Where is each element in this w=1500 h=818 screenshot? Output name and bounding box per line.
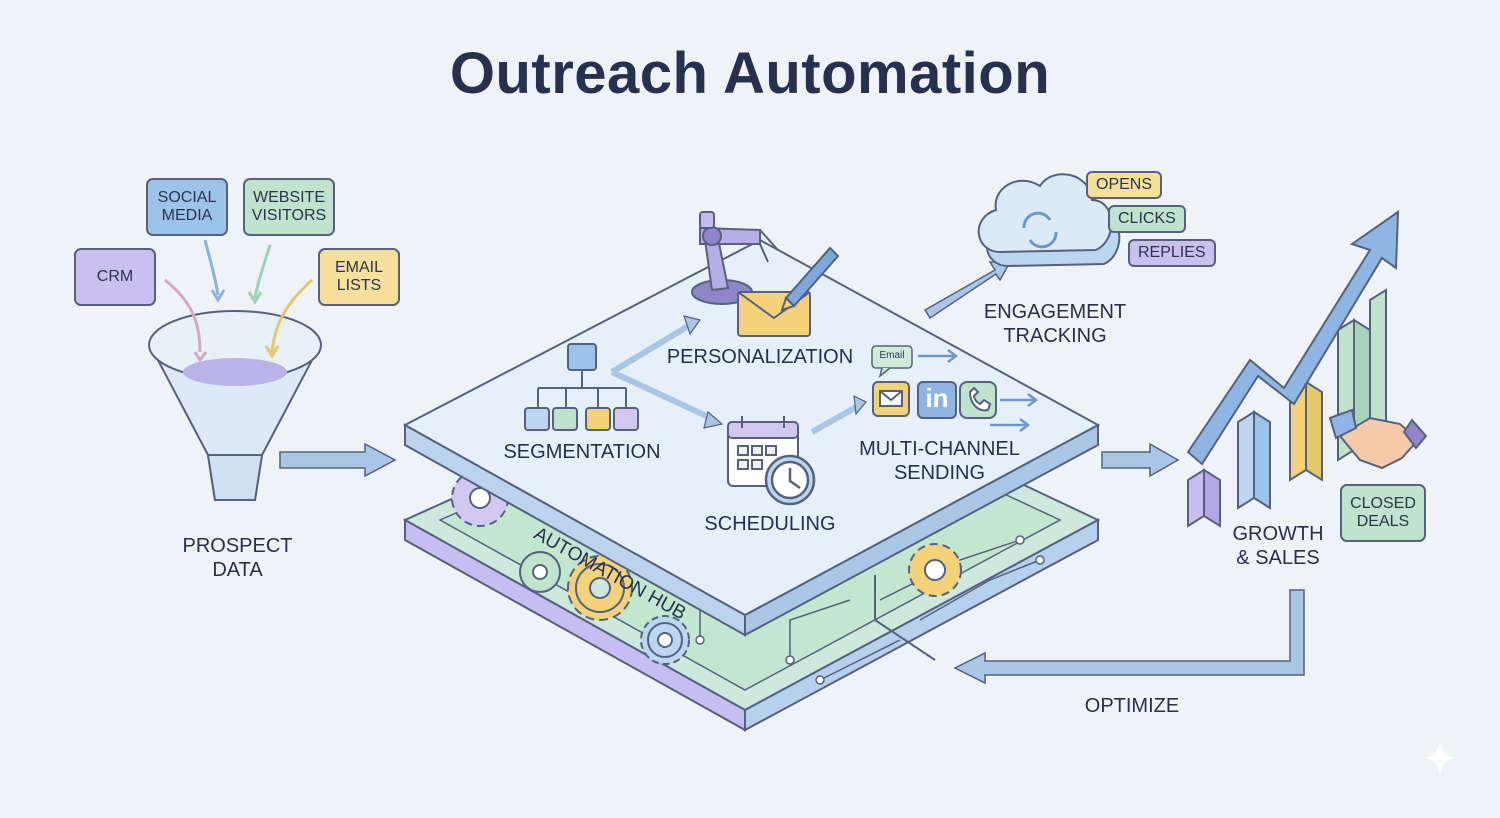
tag-website-visitors-label: WEBSITE VISITORS bbox=[251, 189, 327, 224]
segmentation-label: SEGMENTATION bbox=[503, 441, 661, 463]
growth-sales-label: GROWTH & SALES bbox=[1232, 523, 1324, 569]
page-title: Outreach Automation bbox=[449, 41, 1051, 106]
tag-email-lists-label: EMAIL LISTS bbox=[334, 259, 383, 294]
gear-icon bbox=[567, 555, 633, 621]
prospect-data-label: PROSPECT DATA bbox=[182, 535, 293, 581]
flow-arrows bbox=[279, 261, 1305, 685]
phone-icon bbox=[959, 381, 997, 419]
tag-crm-label: CRM bbox=[96, 268, 134, 285]
gear-icon bbox=[519, 551, 561, 593]
funnel-icon bbox=[148, 310, 322, 501]
pen-icon bbox=[780, 246, 840, 312]
email-bubble-text: Email bbox=[879, 350, 905, 361]
linkedin-icon bbox=[917, 381, 957, 419]
gear-icon bbox=[640, 615, 690, 665]
clock-icon bbox=[764, 454, 816, 506]
tag-email-lists: EMAIL LISTS bbox=[318, 248, 400, 306]
email-channel-icon bbox=[872, 381, 910, 417]
sparkle-icon bbox=[1424, 742, 1456, 774]
chip-opens: OPENS bbox=[1086, 171, 1163, 199]
tag-closed-deals-label: CLOSED DEALS bbox=[1350, 495, 1416, 530]
personalization-label: PERSONALIZATION bbox=[666, 346, 854, 368]
tag-crm: CRM bbox=[74, 248, 156, 306]
funnel-input-arrows bbox=[164, 239, 314, 363]
chip-opens-label: OPENS bbox=[1096, 176, 1153, 193]
tag-social-media-label: SOCIAL MEDIA bbox=[157, 189, 217, 224]
segmentation-icon bbox=[524, 343, 639, 431]
growth-arrow-icon bbox=[1186, 210, 1400, 466]
gear-icon bbox=[908, 543, 962, 597]
tag-social-media: SOCIAL MEDIA bbox=[146, 178, 228, 236]
multichannel-label: MULTI-CHANNEL SENDING bbox=[859, 438, 1020, 484]
optimize-label: OPTIMIZE bbox=[1084, 695, 1180, 717]
tag-closed-deals: CLOSED DEALS bbox=[1340, 484, 1426, 542]
cloud-icon bbox=[977, 173, 1121, 268]
chip-replies-label: REPLIES bbox=[1138, 244, 1206, 261]
send-arrows bbox=[918, 349, 1039, 432]
engagement-tracking-label: ENGAGEMENT TRACKING bbox=[983, 301, 1127, 347]
chip-replies: REPLIES bbox=[1128, 239, 1216, 267]
tag-website-visitors: WEBSITE VISITORS bbox=[243, 178, 335, 236]
chip-clicks: CLICKS bbox=[1108, 205, 1186, 233]
robot-arm-icon bbox=[691, 211, 779, 305]
chip-clicks-label: CLICKS bbox=[1118, 210, 1176, 227]
handshake-icon bbox=[1328, 408, 1428, 470]
email-bubble-icon bbox=[871, 345, 913, 378]
scheduling-label: SCHEDULING bbox=[704, 513, 836, 535]
linkedin-glyph: in bbox=[925, 383, 949, 413]
hub-inner-arrows bbox=[610, 322, 862, 435]
